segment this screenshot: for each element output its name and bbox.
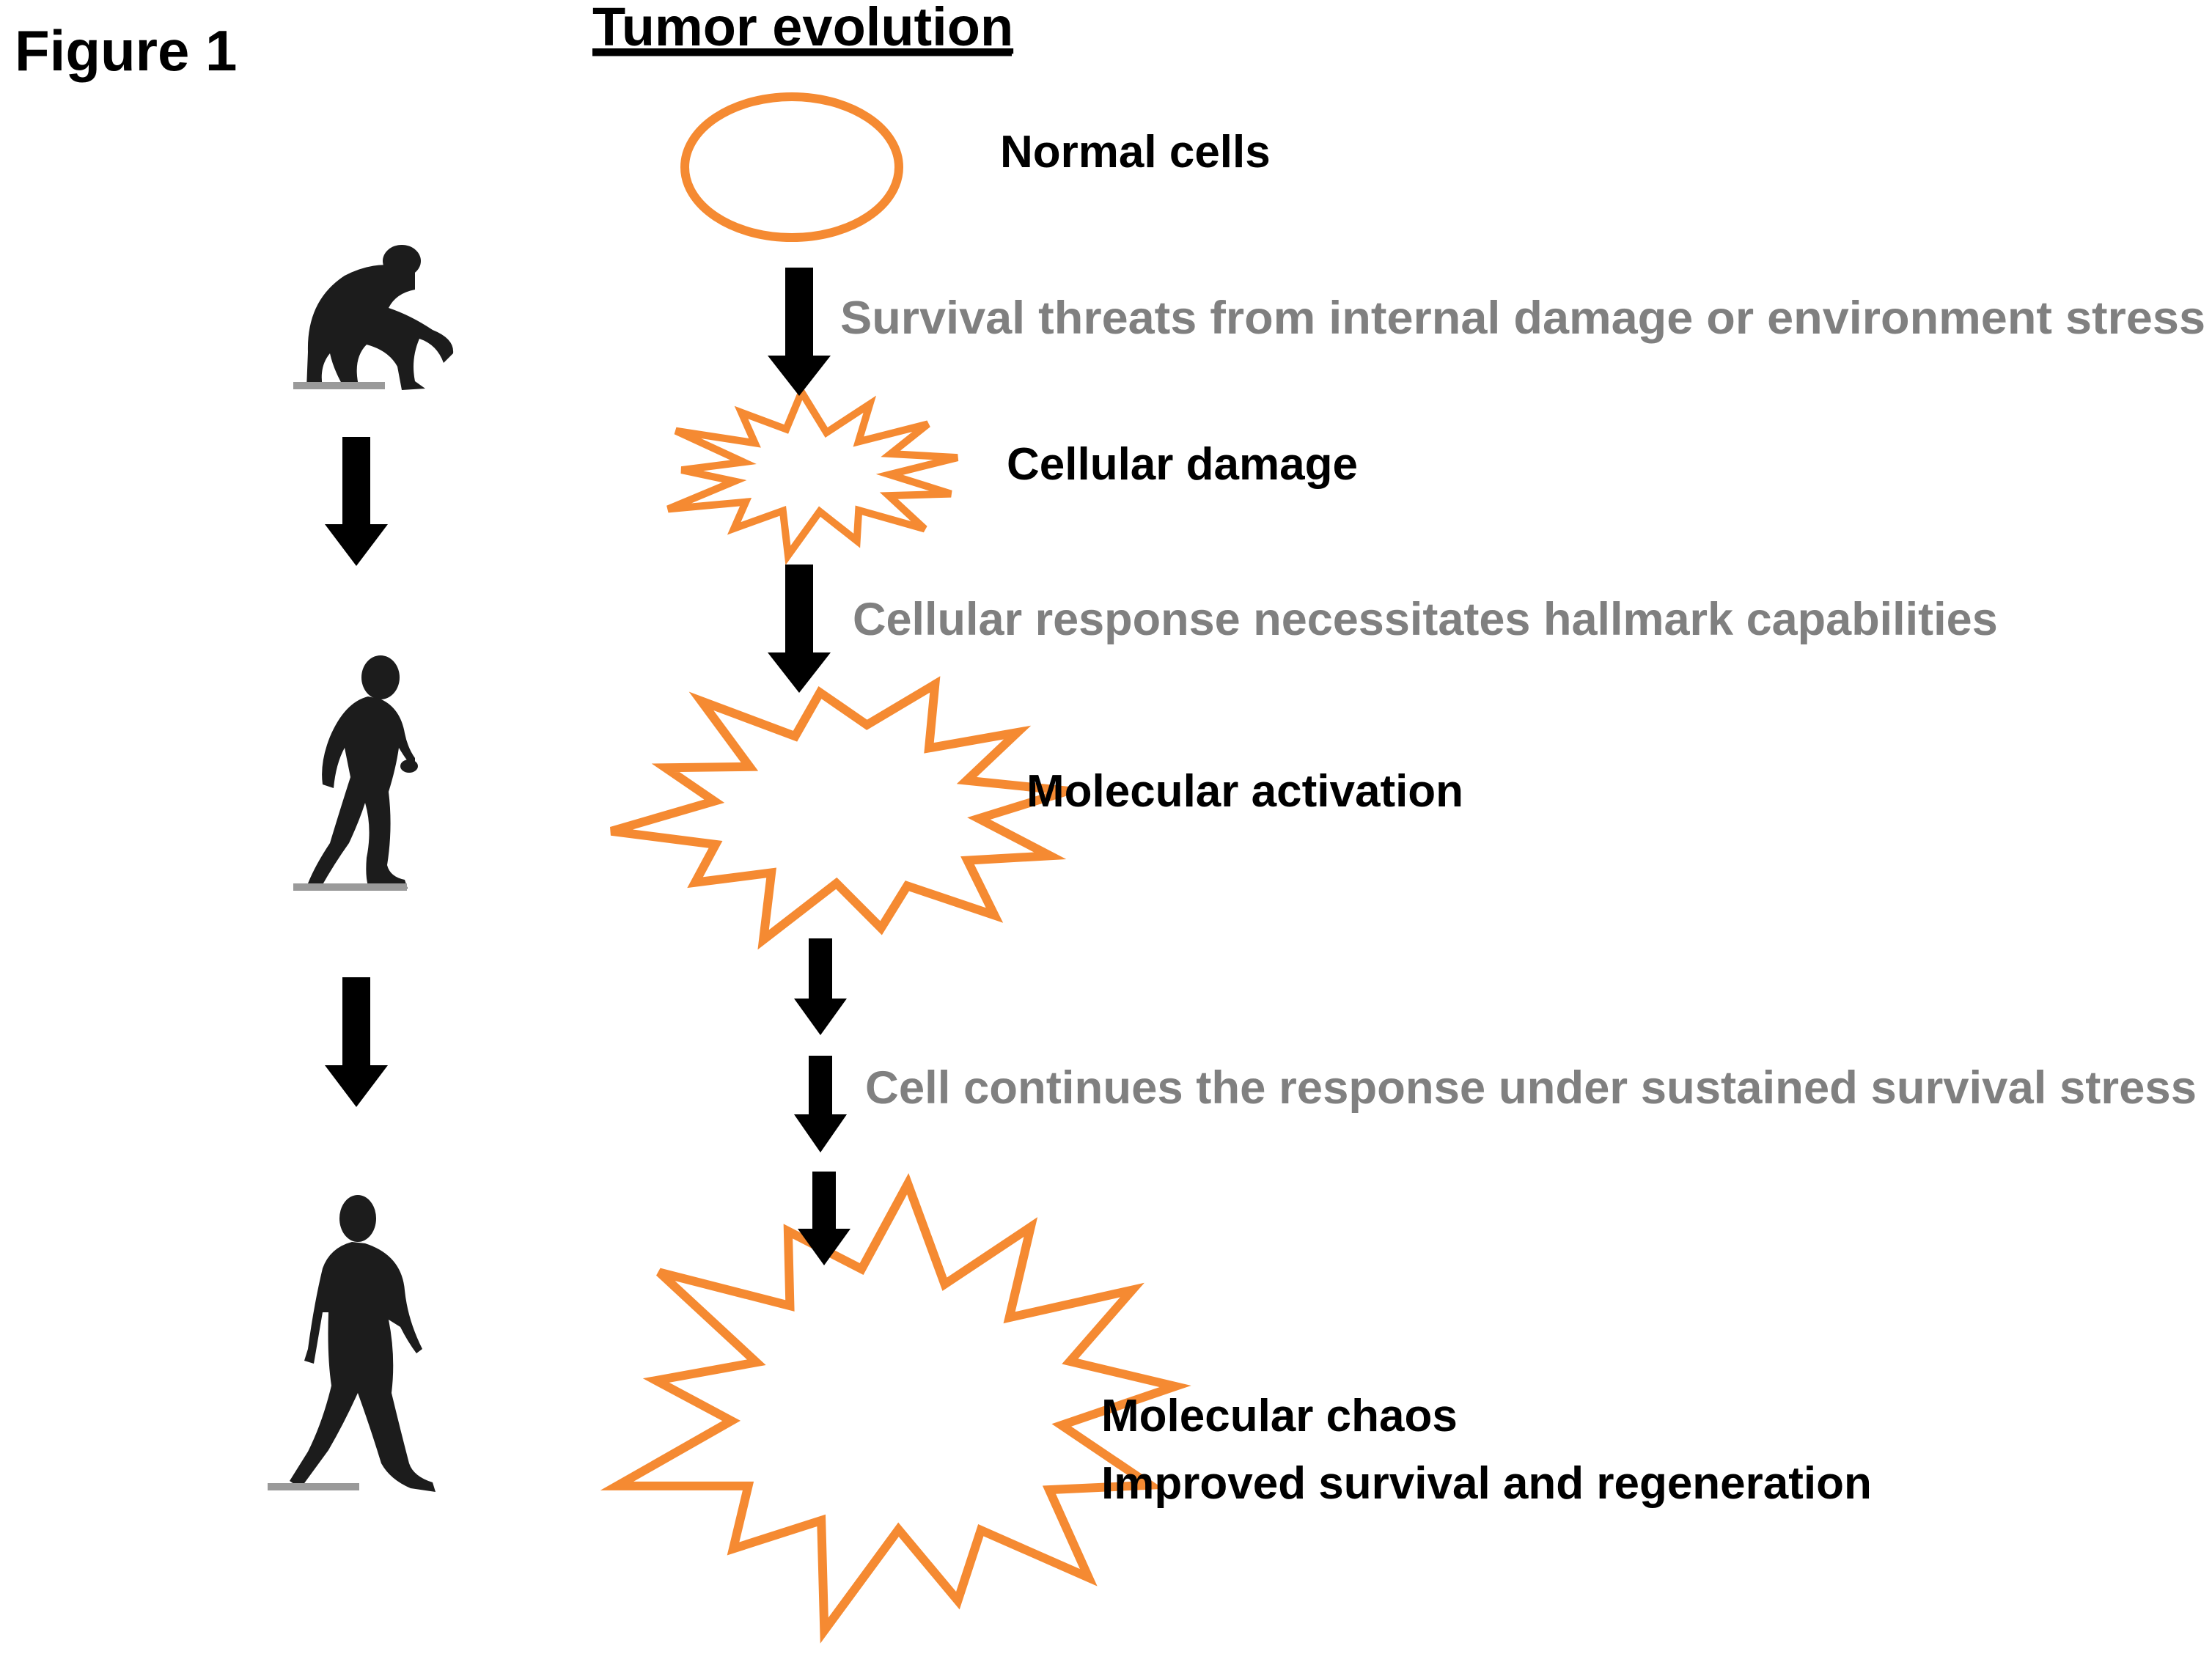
- figure-label: Figure 1: [15, 18, 237, 83]
- molecular-chaos-burst: [600, 1173, 1191, 1644]
- chimpanzee-icon: [306, 245, 454, 390]
- cellular-damage-burst: [666, 383, 959, 565]
- stage-label-improved-survival: Improved survival and regeneration: [1101, 1458, 1872, 1509]
- down-arrow-icon: [768, 268, 831, 396]
- transition-label-cellular-response: Cellular response necessitates hallmark …: [853, 594, 1998, 645]
- transition-label-sustained-stress: Cell continues the response under sustai…: [865, 1062, 2197, 1114]
- stage-label-molecular-chaos: Molecular chaos: [1101, 1391, 1458, 1441]
- down-arrow-icon: [794, 1056, 847, 1152]
- normal-cell-oval: [680, 92, 903, 242]
- stage-label-cellular-damage: Cellular damage: [1007, 439, 1358, 490]
- down-arrow-icon: [768, 565, 831, 693]
- transition-label-survival-threats: Survival threats from internal damage or…: [840, 293, 2205, 344]
- ground-line: [293, 883, 407, 891]
- stage-label-molecular-activation: Molecular activation: [1026, 766, 1463, 817]
- molecular-activation-burst: [610, 676, 1070, 950]
- ground-line: [293, 382, 385, 389]
- down-arrow-icon: [794, 938, 847, 1035]
- figure-title: Tumor evolution: [592, 0, 1013, 57]
- down-arrow-icon: [325, 437, 388, 566]
- down-arrow-icon: [325, 977, 388, 1107]
- modern-human-icon: [290, 1195, 436, 1492]
- ground-line: [268, 1483, 359, 1490]
- stage-label-normal-cells: Normal cells: [1000, 127, 1271, 177]
- early-hominid-icon: [308, 655, 418, 889]
- down-arrow-icon: [798, 1172, 850, 1265]
